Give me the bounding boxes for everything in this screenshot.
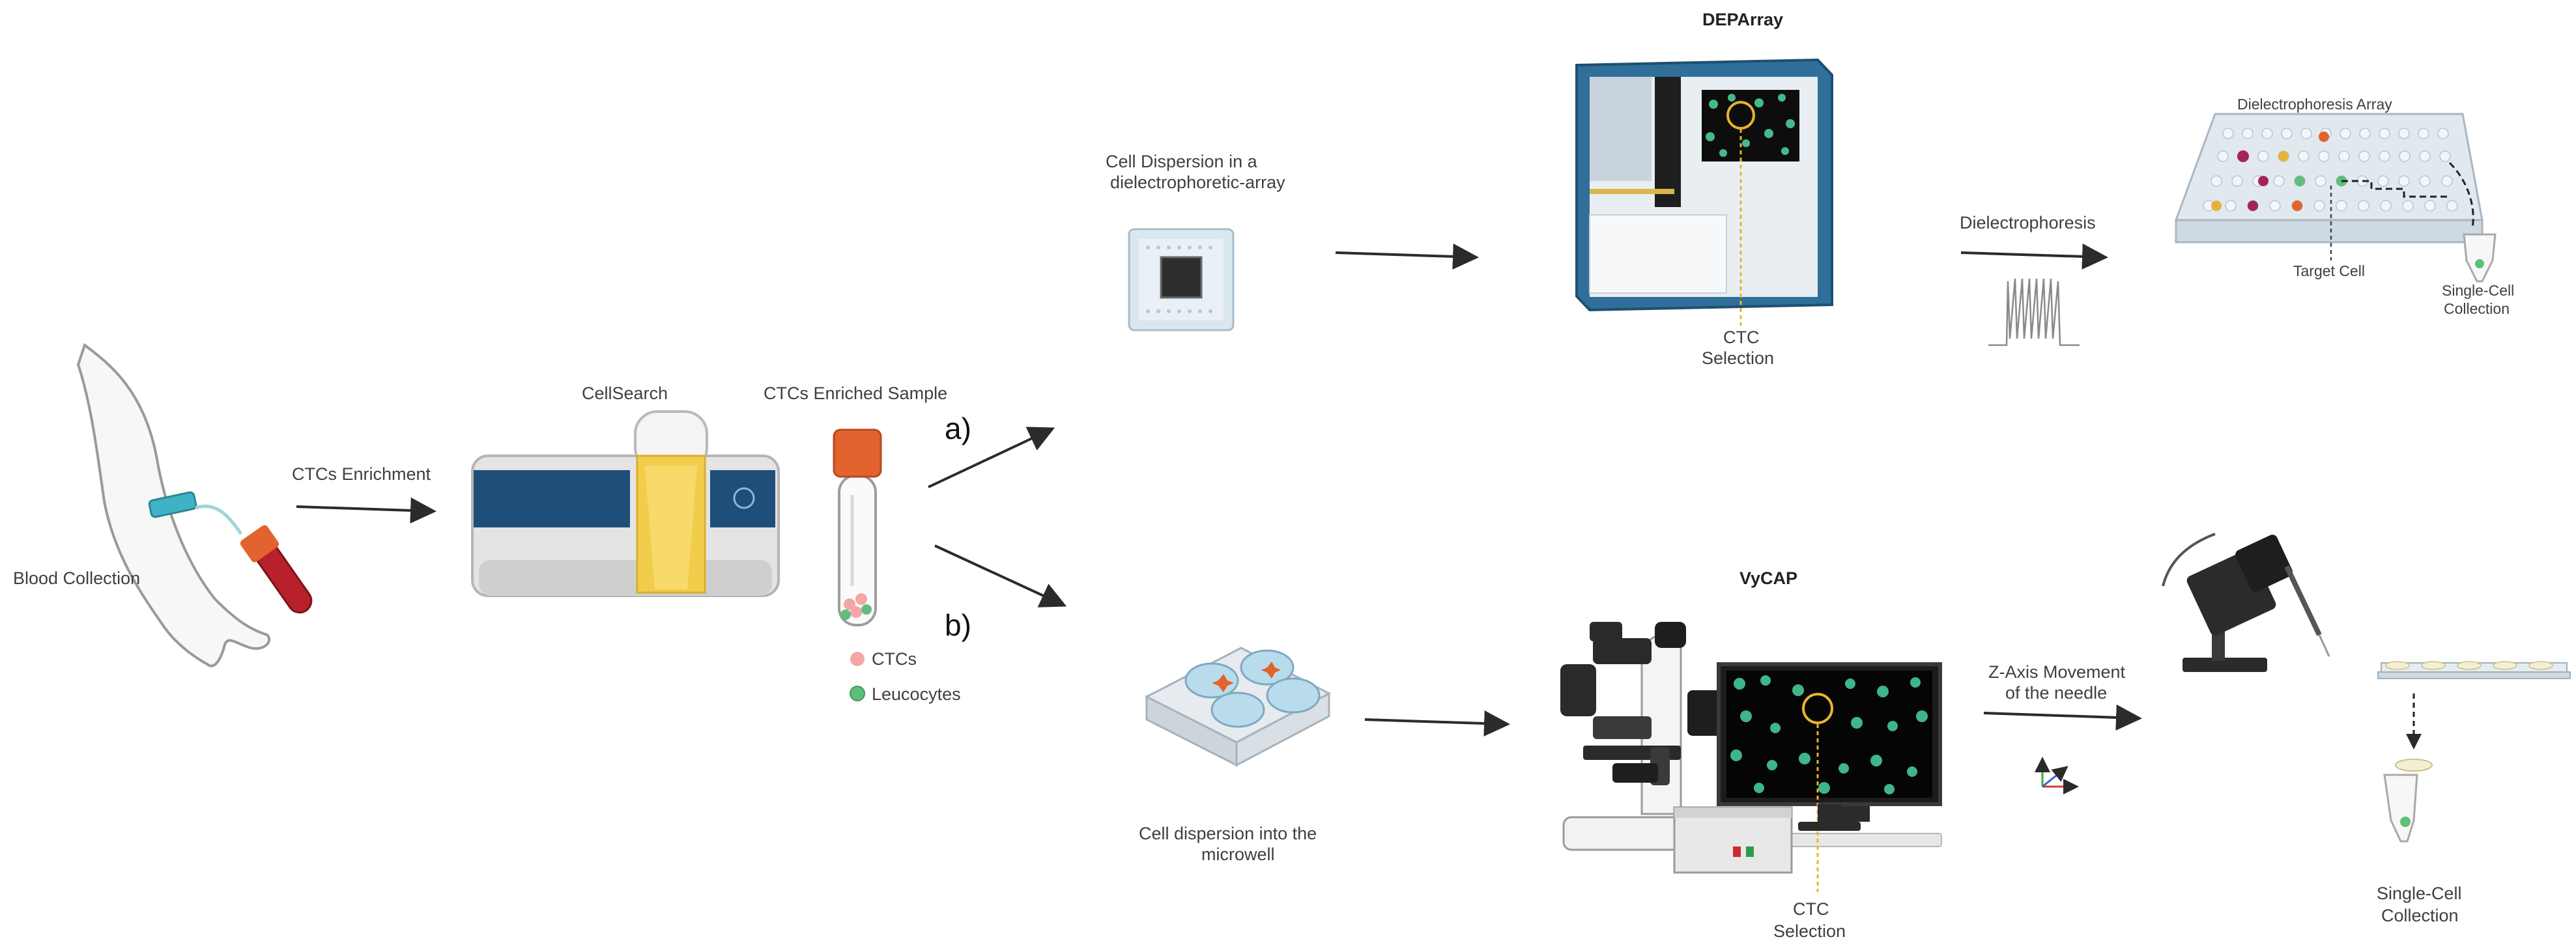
branch-b-label: b) (945, 608, 971, 642)
branch-a-label: a) (945, 412, 971, 445)
single-cell-tube-icon (2383, 759, 2433, 843)
ctc-selection-bottom-line1: CTC (1793, 899, 1829, 919)
zaxis-line2: of the needle (2005, 683, 2108, 703)
dep-chip-arrow (1335, 243, 1479, 270)
dielectrophoresis-signal-icon (1988, 278, 2080, 346)
single-cell-bottom-line2: Collection (2381, 906, 2459, 925)
sample-tube-icon (833, 428, 882, 626)
dielectrophoresis-arrow (1960, 243, 2108, 270)
single-cell-bottom-line1: Single-Cell (2377, 884, 2462, 903)
deparray-instrument-icon (1575, 58, 1833, 326)
dielectrophoresis-array-label: Dielectrophoresis Array (2237, 96, 2392, 113)
vycap-title: VyCAP (1739, 568, 1798, 588)
cellsearch-label: CellSearch (582, 384, 668, 403)
collection-tube-icon (2463, 233, 2497, 283)
arm-icon (76, 343, 313, 667)
legend-leucocytes-label: Leucocytes (872, 684, 961, 704)
target-cell-label: Target Cell (2293, 262, 2365, 279)
ctcs-enrichment-label: CTCs Enrichment (292, 464, 431, 484)
axis-indicator-icon (2035, 757, 2079, 794)
blood-collection-label: Blood Collection (13, 568, 141, 588)
ctcs-enriched-sample-label: CTCs Enriched Sample (764, 384, 948, 403)
robotic-needle-icon (2162, 533, 2330, 672)
deparray-title: DEPArray (1702, 10, 1784, 29)
ctc-selection-top-line1: CTC (1723, 328, 1760, 347)
cell-dispersion-dep-line1: Cell Dispersion in a (1106, 152, 1257, 171)
dep-chip-icon (1128, 228, 1235, 331)
cell-dispersion-dep-line2: dielectrophoretic-array (1110, 173, 1285, 192)
ctc-selection-bottom-line2: Selection (1773, 921, 1846, 941)
cell-dispersion-micro-line2: microwell (1201, 845, 1275, 864)
centrifuge-instrument-icon (471, 410, 780, 597)
zaxis-arrow (1983, 704, 2142, 731)
ctc-selection-circle (1726, 101, 1755, 130)
branch-a-arrow (928, 427, 1055, 488)
cell-dispersion-micro-line1: Cell dispersion into the (1139, 824, 1317, 843)
dielectrophoresis-array-plate-icon (2174, 113, 2483, 260)
cell-monitor-icon (1717, 662, 1942, 892)
ctc-legend-dot (850, 652, 865, 666)
enrichment-arrow (296, 497, 436, 524)
microwell-arrow (1364, 710, 1510, 736)
legend-ctcs-label: CTCs (872, 649, 917, 669)
single-cell-top-line1: Single-Cell (2442, 282, 2515, 299)
microwell-strip-icon (2377, 661, 2571, 749)
leucocyte-legend-dot (850, 686, 865, 701)
dielectrophoresis-label: Dielectrophoresis (1960, 213, 2096, 232)
microwell-plate-icon (1144, 647, 1332, 767)
zaxis-line1: Z-Axis Movement (1988, 662, 2126, 682)
single-cell-top-line2: Collection (2444, 300, 2510, 317)
controller-box-icon (1673, 806, 1793, 874)
ctc-selection-top-line2: Selection (1702, 348, 1775, 368)
branch-b-arrow (934, 544, 1067, 608)
